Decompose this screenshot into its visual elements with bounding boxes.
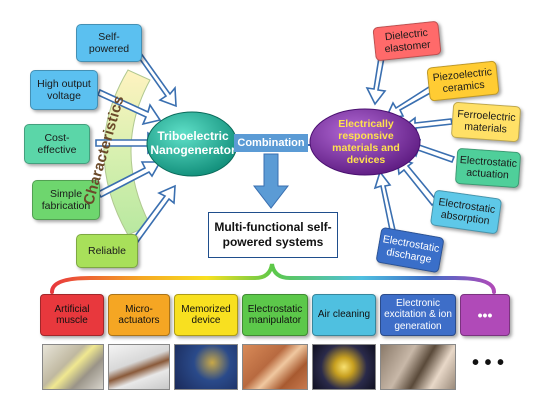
app-electronic-excitation: Electronic excitation & ion generation: [380, 294, 456, 336]
down-arrow: [252, 153, 290, 209]
photo-electronic-excitation: [380, 344, 456, 390]
arrow-high-output: [96, 88, 162, 126]
materials-ellipse: [309, 108, 421, 176]
mat-electrostatic-actuation: Electrostatic actuation: [454, 147, 522, 189]
mat-piezoelectric: Piezoelectric ceramics: [426, 60, 500, 102]
char-self-powered: Self-powered: [76, 24, 142, 62]
app-micro-actuators: Micro-actuators: [108, 294, 170, 336]
arrow-piezo: [384, 85, 434, 119]
photo-artificial-muscle: [42, 344, 104, 390]
app-air-cleaning: Air cleaning: [312, 294, 376, 336]
teng-label: Triboelectric Nanogenerator: [150, 129, 236, 157]
char-high-output: High output voltage: [30, 70, 98, 110]
photo-electrostatic-manipulator: [242, 344, 308, 390]
app-artificial-muscle: Artificial muscle: [40, 294, 104, 336]
photo-micro-actuators: [108, 344, 170, 390]
app-more: •••: [460, 294, 510, 336]
char-reliable: Reliable: [76, 234, 138, 268]
photo-ellipsis: • • •: [471, 352, 505, 374]
photo-air-cleaning: [312, 344, 376, 390]
arrow-self-powered: [135, 50, 177, 108]
mat-ferroelectric: Ferroelectric materials: [450, 101, 522, 143]
app-electrostatic-manipulator: Electrostatic manipulator: [242, 294, 308, 336]
systems-box: Multi-functional self-powered systems: [208, 212, 338, 258]
rainbow-brace: [50, 263, 496, 294]
app-memorized-device: Memorized device: [174, 294, 238, 336]
mat-dielectric-elastomer: Dielectric elastomer: [372, 20, 442, 62]
materials-label: Electrically responsive materials and de…: [332, 117, 400, 167]
char-cost-effective: Cost-effective: [24, 124, 90, 164]
arrow-simple: [96, 161, 162, 199]
left-arrows: [95, 50, 177, 245]
photo-memorized-device: [174, 344, 238, 390]
combination-label: Combination: [234, 134, 308, 152]
char-simple-fabrication: Simple fabrication: [32, 180, 100, 220]
arrow-reliable: [130, 184, 176, 245]
